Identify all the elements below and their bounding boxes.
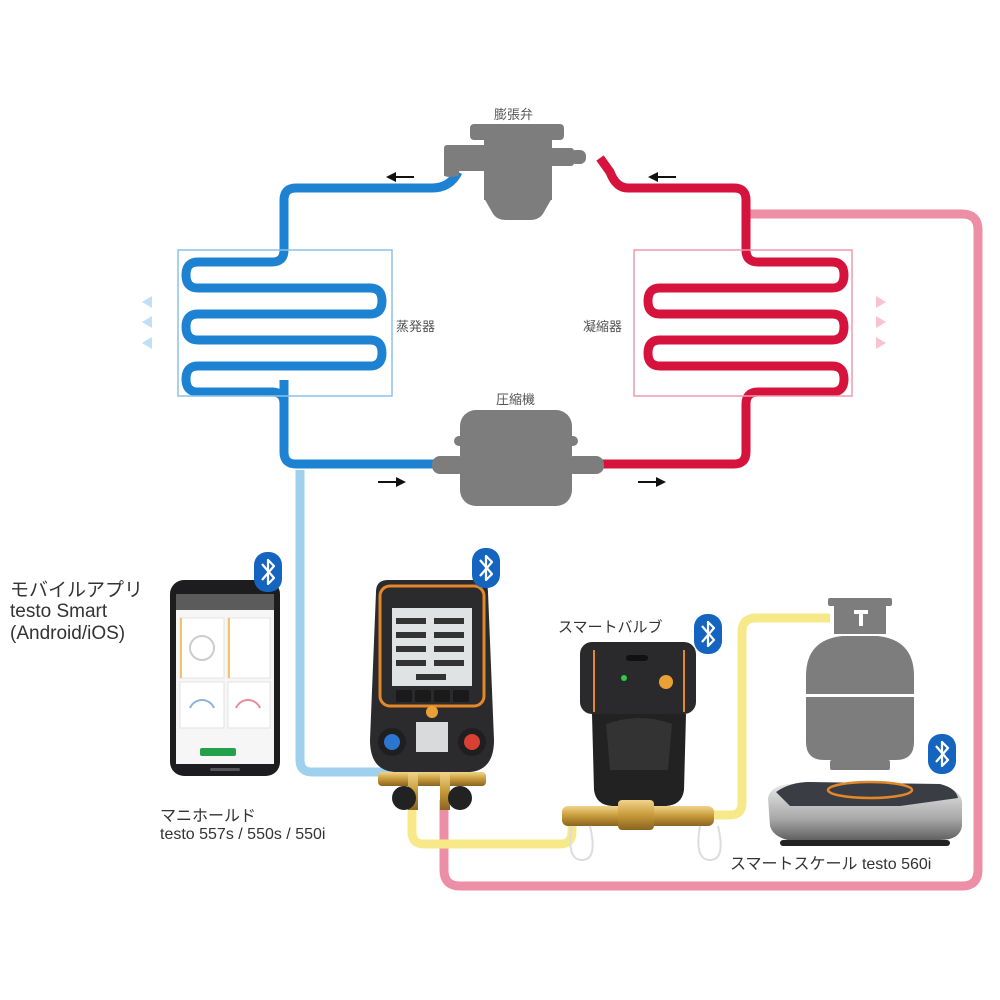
manifold-label-line: testo 557s / 550s / 550i bbox=[160, 825, 326, 843]
low-pressure-pipe bbox=[279, 169, 463, 469]
mobile-app-label-line: testo Smart bbox=[10, 601, 108, 623]
low-pressure-service-line bbox=[295, 470, 390, 777]
high-pressure-service-line bbox=[439, 209, 983, 891]
bluetooth-icon bbox=[694, 614, 722, 654]
condenser-coil bbox=[643, 249, 849, 405]
condenser-heat-arrows bbox=[856, 296, 886, 349]
compressor bbox=[432, 410, 604, 506]
smart-valve-label: スマートバルブ bbox=[558, 619, 663, 636]
mobile-app-label-line: (Android/iOS) bbox=[10, 622, 126, 644]
evaporator-label: 蒸発器 bbox=[396, 320, 436, 335]
mobile-phone bbox=[170, 580, 280, 776]
high-pressure-pipe bbox=[596, 155, 751, 469]
heat-arrow-icon bbox=[856, 337, 886, 349]
condenser-label: 凝縮器 bbox=[583, 320, 623, 335]
flow-arrow-icon bbox=[638, 477, 666, 487]
mobile-app-label: モバイルアプリ testo Smart (Android/iOS) bbox=[10, 580, 143, 644]
refrigerant-cylinder bbox=[806, 598, 914, 770]
heat-arrow-icon bbox=[856, 296, 886, 308]
bluetooth-icon bbox=[928, 734, 956, 774]
heat-arrow-icon bbox=[142, 296, 174, 308]
valve-to-cylinder-line bbox=[712, 613, 830, 820]
expansion-valve-label: 膨張弁 bbox=[494, 108, 534, 123]
heat-arrow-icon bbox=[856, 316, 886, 328]
flow-arrow-icon bbox=[378, 477, 406, 487]
evaporator-heat-arrows bbox=[142, 296, 174, 349]
manifold-label: マニホールド testo 557s / 550s / 550i bbox=[160, 808, 325, 844]
heat-arrow-icon bbox=[142, 316, 174, 328]
mobile-app-label-line: モバイルアプリ bbox=[10, 580, 144, 601]
bluetooth-icon bbox=[254, 552, 282, 592]
smart-valve-device bbox=[562, 642, 722, 862]
heat-arrow-icon bbox=[142, 337, 174, 349]
condenser-box bbox=[633, 249, 853, 397]
evaporator-box bbox=[177, 249, 393, 397]
flow-arrow-icon bbox=[386, 172, 414, 182]
manifold-label-line: マニホールド bbox=[160, 808, 257, 825]
smart-scale bbox=[768, 780, 963, 846]
evaporator-coil bbox=[181, 249, 387, 452]
bluetooth-icon bbox=[472, 548, 500, 588]
expansion-valve bbox=[444, 124, 586, 220]
flow-arrow-icon bbox=[648, 172, 676, 182]
digital-manifold bbox=[370, 580, 494, 810]
smart-scale-label: スマートスケール testo 560i bbox=[730, 856, 932, 873]
compressor-label: 圧縮機 bbox=[496, 393, 536, 408]
smart-valve-line bbox=[407, 790, 577, 849]
